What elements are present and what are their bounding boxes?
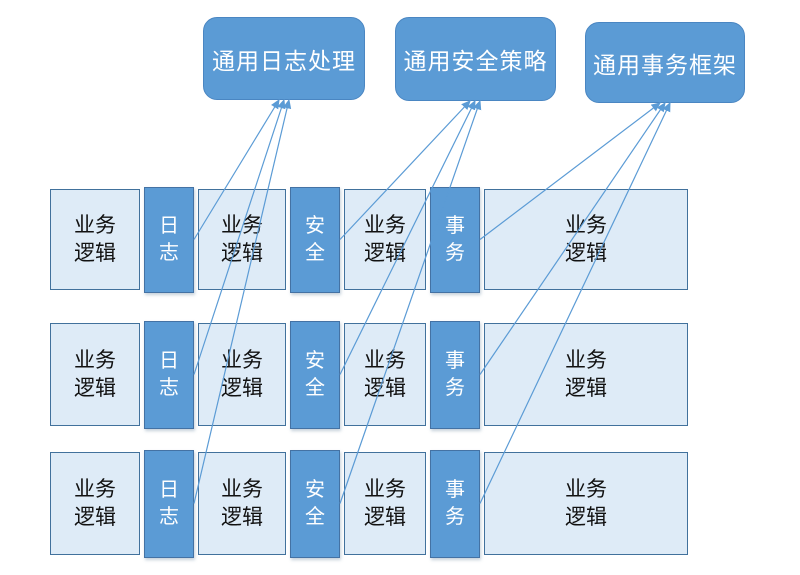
bar-row-3: 业务逻辑日志业务逻辑安全业务逻辑事务业务逻辑 [50,449,688,558]
business-logic-label: 业务逻辑 [221,214,263,265]
connector-arrow [479,101,671,504]
security-aspect-label: 安全 [305,214,325,264]
common-transaction-framework-box: 通用事务框架 [585,22,745,103]
bar-row-2: 业务逻辑日志业务逻辑安全业务逻辑事务业务逻辑 [50,320,688,429]
business-logic-cell: 业务逻辑 [50,452,140,555]
business-logic-label: 业务逻辑 [74,349,116,400]
business-logic-label: 业务逻辑 [364,214,406,265]
business-logic-label: 业务逻辑 [364,478,406,529]
business-logic-cell: 业务逻辑 [344,189,426,290]
transaction-aspect-label: 事务 [445,214,465,264]
business-logic-cell: 业务逻辑 [344,323,426,426]
common-security-policy-box: 通用安全策略 [395,17,556,101]
transaction-aspect-label: 事务 [445,478,465,528]
bar-row-1: 业务逻辑日志业务逻辑安全业务逻辑事务业务逻辑 [50,186,688,293]
log-aspect-label: 日志 [159,349,179,399]
security-aspect-cell: 安全 [290,186,340,293]
business-logic-label: 业务逻辑 [74,478,116,529]
business-logic-cell: 业务逻辑 [198,323,286,426]
security-aspect-label: 安全 [305,478,325,528]
log-aspect-cell: 日志 [144,449,194,558]
common-log-handling-box: 通用日志处理 [203,17,365,100]
connector-arrow [193,98,292,504]
business-logic-label: 业务逻辑 [565,214,607,265]
log-aspect-cell: 日志 [144,186,194,293]
business-logic-cell: 业务逻辑 [484,323,688,426]
security-aspect-label: 安全 [305,349,325,399]
log-aspect-cell: 日志 [144,320,194,429]
common-security-policy-label: 通用安全策略 [403,48,548,74]
business-logic-label: 业务逻辑 [221,349,263,400]
transaction-aspect-label: 事务 [445,349,465,399]
transaction-aspect-cell: 事务 [430,449,480,558]
business-logic-label: 业务逻辑 [221,478,263,529]
business-logic-cell: 业务逻辑 [484,452,688,555]
connector-arrow [339,99,482,504]
business-logic-label: 业务逻辑 [74,214,116,265]
business-logic-cell: 业务逻辑 [50,189,140,290]
common-transaction-framework-label: 通用事务框架 [593,51,737,78]
business-logic-label: 业务逻辑 [565,478,607,529]
business-logic-label: 业务逻辑 [364,349,406,400]
business-logic-cell: 业务逻辑 [198,189,286,290]
business-logic-cell: 业务逻辑 [50,323,140,426]
business-logic-cell: 业务逻辑 [344,452,426,555]
security-aspect-cell: 安全 [290,320,340,429]
transaction-aspect-cell: 事务 [430,186,480,293]
business-logic-label: 业务逻辑 [565,349,607,400]
business-logic-cell: 业务逻辑 [198,452,286,555]
log-aspect-label: 日志 [159,214,179,264]
security-aspect-cell: 安全 [290,449,340,558]
transaction-aspect-cell: 事务 [430,320,480,429]
log-aspect-label: 日志 [159,478,179,528]
common-log-handling-label: 通用日志处理 [212,47,356,74]
business-logic-cell: 业务逻辑 [484,189,688,290]
